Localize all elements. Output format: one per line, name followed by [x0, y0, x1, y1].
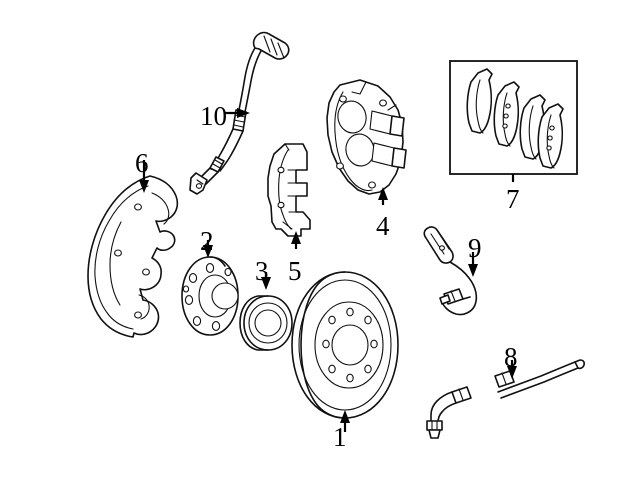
part-brake-pad-set — [449, 60, 578, 175]
leader-8 — [507, 360, 517, 379]
callout-label-10: 10 — [200, 101, 227, 131]
callout-label-2: 2 — [200, 226, 214, 256]
leader-4 — [378, 187, 388, 205]
callout-label-9: 9 — [468, 233, 482, 263]
leader-6 — [139, 160, 149, 193]
part-brake-rotor-disc — [291, 271, 399, 419]
callout-label-8: 8 — [504, 342, 518, 372]
part-wheel-bearing — [239, 295, 293, 351]
part-caliper-mounting-bracket — [267, 143, 311, 237]
callout-label-3: 3 — [255, 256, 269, 286]
callout-label-7: 7 — [506, 184, 520, 214]
part-wheel-hub — [181, 256, 239, 336]
callout-label-6: 6 — [135, 148, 149, 178]
part-brake-pad-wear-sensor — [423, 226, 478, 316]
leader-1 — [340, 410, 350, 432]
leader-3 — [261, 272, 271, 290]
part-brake-hose-line — [426, 359, 586, 439]
callout-label-1: 1 — [333, 422, 347, 452]
leader-2 — [203, 240, 213, 258]
part-brake-caliper — [326, 79, 407, 195]
part-brake-dust-shield — [87, 175, 179, 338]
leader-5 — [291, 231, 301, 249]
leader-10 — [225, 108, 250, 118]
leader-9 — [468, 252, 478, 277]
callout-label-4: 4 — [376, 211, 390, 241]
callout-label-5: 5 — [288, 256, 302, 286]
part-abs-wheel-speed-sensor — [189, 31, 290, 195]
